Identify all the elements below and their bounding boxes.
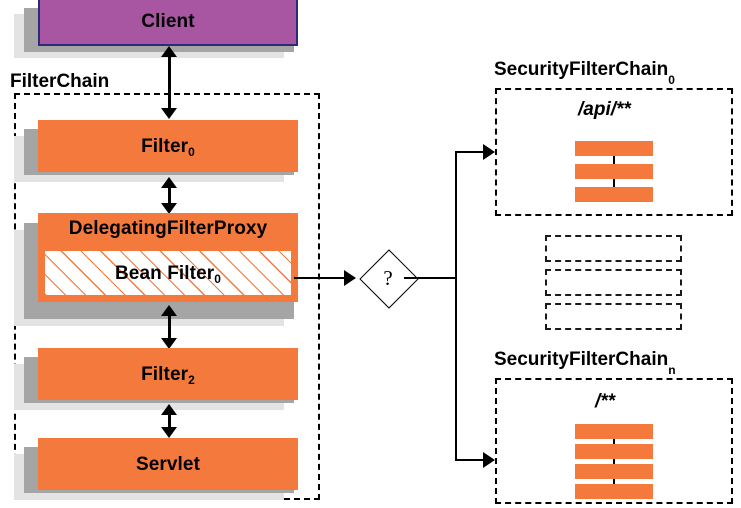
client-label: Client bbox=[141, 10, 195, 32]
dfp-filter2-arrow-head-down bbox=[161, 338, 177, 349]
security-chain-n-title: SecurityFilterChainn bbox=[494, 349, 676, 376]
branch-arrow-chain-0 bbox=[483, 144, 495, 160]
branch-arrow-chain-n bbox=[483, 452, 495, 468]
security-chain-n-filter-bar[interactable] bbox=[575, 484, 653, 499]
client-arrow-head-down bbox=[161, 108, 177, 119]
filter-2-text: Filter bbox=[141, 363, 189, 385]
security-chain-n-pattern: /** bbox=[595, 391, 616, 412]
filter2-servlet-arrow-shaft bbox=[167, 413, 171, 429]
filter-2-box[interactable]: Filter2 bbox=[38, 348, 298, 400]
filter0-dfp-arrow-head-down bbox=[161, 203, 177, 214]
filter-2-label: Filter2 bbox=[141, 363, 195, 387]
bean-filter-label: Bean Filter0 bbox=[114, 262, 222, 286]
security-chain-0-pattern: /api/** bbox=[578, 99, 631, 120]
dfp-filter2-arrow-shaft bbox=[167, 314, 171, 340]
filter-2-subscript: 2 bbox=[188, 372, 195, 387]
security-chain-n-filter-bar[interactable] bbox=[575, 464, 653, 479]
security-chain-n-connector bbox=[613, 459, 615, 465]
filter0-dfp-arrow-head-up bbox=[161, 177, 177, 188]
security-chain-n-filter-bar[interactable] bbox=[575, 424, 653, 439]
bean-filter-subscript: 0 bbox=[214, 271, 222, 286]
decision-input-arrow bbox=[344, 270, 356, 286]
security-chain-n-subscript: n bbox=[668, 362, 676, 377]
branch-line-chain-0 bbox=[455, 151, 485, 153]
security-chain-0-filter-bar[interactable] bbox=[575, 141, 653, 156]
security-chain-n-connector bbox=[613, 479, 615, 485]
bean-filter-text: Bean Filter bbox=[114, 262, 215, 284]
servlet-box[interactable]: Servlet bbox=[38, 438, 298, 490]
security-chain-n-title-text: SecurityFilterChain bbox=[494, 349, 669, 370]
security-chain-0-filter-bar[interactable] bbox=[575, 187, 653, 202]
filter-0-box[interactable]: Filter0 bbox=[38, 120, 298, 172]
decision-output-line bbox=[404, 277, 456, 279]
security-chain-0-title-text: SecurityFilterChain bbox=[494, 59, 669, 80]
security-chain-0-subscript: 0 bbox=[668, 72, 675, 87]
filter-0-label: Filter0 bbox=[141, 135, 195, 159]
security-chain-0-title: SecurityFilterChain0 bbox=[494, 59, 675, 86]
security-chain-0-filter-bar[interactable] bbox=[575, 164, 653, 179]
security-chain-0-connector bbox=[613, 156, 615, 164]
security-chain-n-connector bbox=[613, 439, 615, 445]
placeholder-chain-box bbox=[545, 269, 682, 296]
security-chain-n-filter-bar[interactable] bbox=[575, 444, 653, 459]
filter-0-text: Filter bbox=[141, 135, 189, 157]
filter-0-node: Filter0 bbox=[14, 120, 308, 182]
client-node: Client bbox=[14, 0, 308, 58]
filter0-dfp-arrow-shaft bbox=[167, 186, 171, 205]
decision-question-mark: ? bbox=[383, 265, 393, 290]
filter-2-node: Filter2 bbox=[14, 348, 308, 410]
security-chain-0-container[interactable] bbox=[495, 88, 733, 216]
client-arrow-head-up bbox=[161, 46, 177, 57]
branch-line-chain-n bbox=[455, 459, 485, 461]
beanfilter-to-decision-line bbox=[294, 277, 344, 279]
bean-filter-box[interactable]: Bean Filter0 bbox=[44, 250, 292, 296]
dfp-filter2-arrow-head-up bbox=[161, 305, 177, 316]
servlet-label: Servlet bbox=[135, 453, 201, 475]
client-box[interactable]: Client bbox=[38, 0, 298, 46]
filterchain-label: FilterChain bbox=[10, 71, 110, 92]
filter2-servlet-arrow-head-up bbox=[161, 404, 177, 415]
security-chain-0-connector bbox=[613, 179, 615, 187]
branch-trunk-line bbox=[455, 152, 457, 460]
decision-diamond[interactable]: ? bbox=[359, 249, 419, 309]
delegating-filter-proxy-node: DelegatingFilterProxy Bean Filter0 bbox=[14, 213, 308, 326]
placeholder-chain-box bbox=[545, 235, 682, 262]
client-arrow-shaft bbox=[167, 55, 171, 110]
servlet-node: Servlet bbox=[14, 438, 308, 500]
decision-label-wrap: ? bbox=[368, 258, 408, 298]
filter2-servlet-arrow-head-down bbox=[161, 427, 177, 438]
filter-0-subscript: 0 bbox=[188, 144, 195, 159]
delegating-filter-proxy-label: DelegatingFilterProxy bbox=[68, 218, 268, 239]
security-chain-n-container[interactable] bbox=[495, 378, 733, 504]
placeholder-chain-box bbox=[545, 303, 682, 330]
